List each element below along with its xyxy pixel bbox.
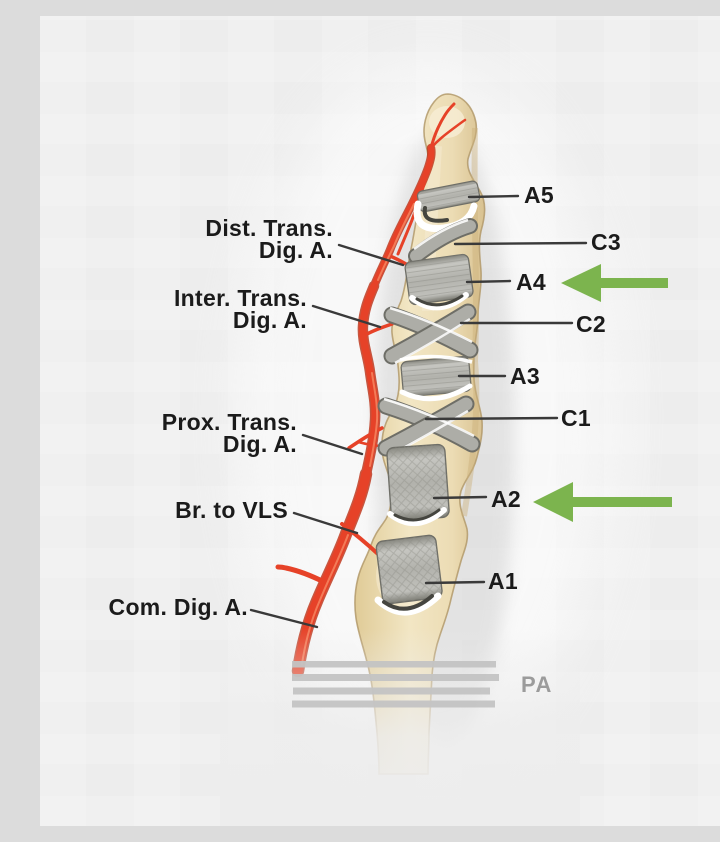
- a5-sheath-rim: [413, 200, 478, 232]
- label-line: Dist. Trans.: [205, 215, 333, 241]
- label-a5: A5: [524, 182, 555, 208]
- a2-sheath-rim: [387, 507, 447, 527]
- label-line: Inter. Trans.: [173, 285, 307, 311]
- finger-illustration: [220, 66, 672, 826]
- leader-line-c1: [424, 416, 559, 421]
- label-dist-trans-dig-a: Dist. Trans. Dig. A.: [205, 215, 333, 263]
- label-pa: PA: [521, 672, 553, 697]
- label-line: Dig. A.: [232, 307, 307, 333]
- bottom-fade: [220, 628, 580, 826]
- a2-arrow-icon: [533, 482, 672, 522]
- leader-line-com-dig-a: [249, 608, 319, 629]
- label-inter-trans-dig-a: Inter. Trans. Dig. A.: [173, 285, 307, 333]
- pulley-a2: [386, 443, 450, 522]
- leader-line-c3: [453, 241, 588, 246]
- label-prox-trans-dig-a: Prox. Trans. Dig. A.: [161, 409, 297, 457]
- label-com-dig-a: Com. Dig. A.: [108, 594, 248, 620]
- pulley-a3: [400, 355, 472, 398]
- prox-trans-artery-branch: [347, 426, 384, 450]
- leader-lines: [249, 194, 588, 629]
- vls-artery-branch: [340, 522, 380, 556]
- pulley-a1: [375, 534, 443, 605]
- label-c1: C1: [561, 405, 592, 431]
- a4-sheath-rim: [409, 292, 469, 311]
- pulley-system: [374, 180, 481, 616]
- label-line: Dig. A.: [222, 431, 297, 457]
- common-digital-artery-fork: [275, 564, 327, 585]
- leader-line-br-to-vls: [292, 511, 359, 535]
- label-br-to-vls: Br. to VLS: [175, 497, 288, 523]
- a1-sheath-rim: [374, 592, 442, 616]
- pulley-c2: [383, 303, 479, 365]
- leader-line-a5: [467, 194, 520, 199]
- pulley-c3: [408, 218, 478, 264]
- label-a4: A4: [516, 269, 547, 295]
- inter-trans-artery-branch: [365, 322, 394, 336]
- label-line: Dig. A.: [258, 237, 333, 263]
- leader-line-dist-trans: [337, 243, 405, 267]
- label-c3: C3: [591, 229, 622, 255]
- label-c2: C2: [576, 311, 607, 337]
- a3-sheath-rim: [399, 383, 473, 402]
- pulley-a4: [404, 253, 474, 306]
- leader-line-a2: [432, 495, 488, 500]
- label-a2: A2: [491, 486, 522, 512]
- leader-line-prox-trans: [301, 433, 364, 456]
- leader-line-a4: [465, 279, 512, 284]
- a4-arrow-icon: [561, 264, 668, 302]
- leader-line-a1: [424, 580, 486, 585]
- leader-line-inter-trans: [311, 304, 382, 329]
- label-a1: A1: [488, 568, 519, 594]
- flexor-pulley-diagram: A5 C3 A4 C2 A3 C1 A2 A1 PA Dist. Trans. …: [40, 16, 720, 826]
- indicator-arrows: [533, 264, 672, 522]
- palmar-aponeurosis-bars: [292, 661, 499, 708]
- label-line: Prox. Trans.: [161, 409, 297, 435]
- pulley-c1: [377, 395, 481, 457]
- label-a3: A3: [510, 363, 541, 389]
